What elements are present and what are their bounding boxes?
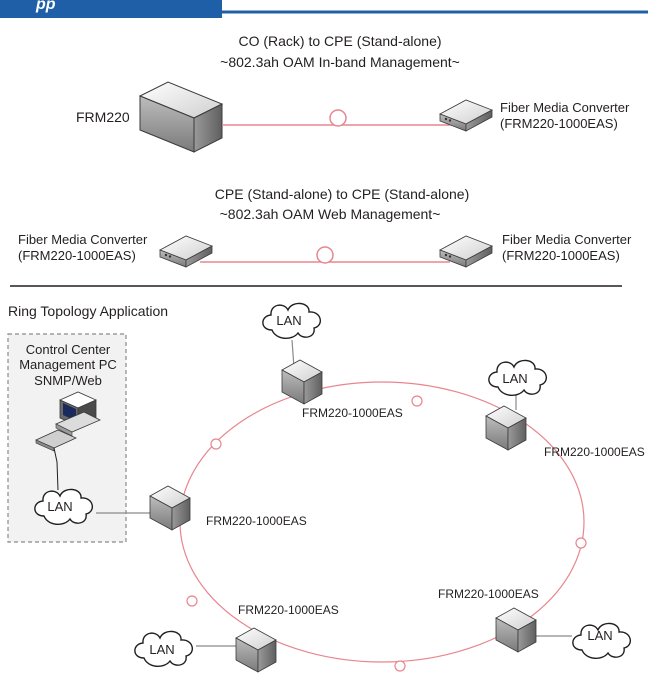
converter-right-label-1: Fiber Media Converter xyxy=(502,232,632,247)
section2-title: CPE (Stand-alone) to CPE (Stand-alone) xyxy=(215,186,469,202)
ring-splices xyxy=(186,395,587,672)
header-bar: pp xyxy=(0,0,648,18)
lan-bottom-right-label: LAN xyxy=(587,628,612,643)
converter-left-label-2: (FRM220-1000EAS) xyxy=(18,248,136,263)
node-bottom-left xyxy=(235,627,277,673)
converter1-label-2: (FRM220-1000EAS) xyxy=(500,116,618,131)
converter-right-label-2: (FRM220-1000EAS) xyxy=(502,248,620,263)
frm220-label: FRM220 xyxy=(76,109,130,125)
section1-subtitle: ~802.3ah OAM In-band Management~ xyxy=(220,54,460,70)
control-center-line-1: Control Center xyxy=(26,342,111,357)
converter-left-label-1: Fiber Media Converter xyxy=(18,232,148,247)
lan-right-label: LAN xyxy=(502,371,527,386)
management-pc-icon xyxy=(35,391,101,491)
node-bottom-right xyxy=(495,607,537,653)
node-bottom-right-label: FRM220-1000EAS xyxy=(438,587,539,601)
control-center-line-3: SNMP/Web xyxy=(34,373,102,388)
fiber-splice-1 xyxy=(329,109,347,127)
node-top xyxy=(281,359,323,405)
lan-bottom-left-label: LAN xyxy=(149,642,174,657)
section1-title: CO (Rack) to CPE (Stand-alone) xyxy=(238,33,441,49)
control-center-box: Control Center Management PC SNMP/Web LA… xyxy=(7,333,127,543)
ring-section-title: Ring Topology Application xyxy=(8,303,168,319)
frm220-rack-chassis xyxy=(138,81,224,153)
node-left-label: FRM220-1000EAS xyxy=(206,514,307,528)
lan-control-label: LAN xyxy=(47,499,72,514)
section-cpe-to-cpe: CPE (Stand-alone) to CPE (Stand-alone) ~… xyxy=(18,186,632,268)
lan-top-label: LAN xyxy=(276,313,301,328)
node-right-label: FRM220-1000EAS xyxy=(544,445,645,459)
fiber-splice-2 xyxy=(316,246,334,264)
control-center-line-2: Management PC xyxy=(19,357,117,372)
node-bottom-left-label: FRM220-1000EAS xyxy=(238,603,339,617)
node-top-label: FRM220-1000EAS xyxy=(302,406,403,420)
converter1-label-1: Fiber Media Converter xyxy=(500,100,630,115)
section2-subtitle: ~802.3ah OAM Web Management~ xyxy=(220,206,441,222)
converter-cpe-1 xyxy=(439,99,493,132)
section-rack-to-cpe: CO (Rack) to CPE (Stand-alone) ~802.3ah … xyxy=(76,33,630,153)
header-title: pp xyxy=(35,0,56,13)
node-right xyxy=(485,405,527,451)
